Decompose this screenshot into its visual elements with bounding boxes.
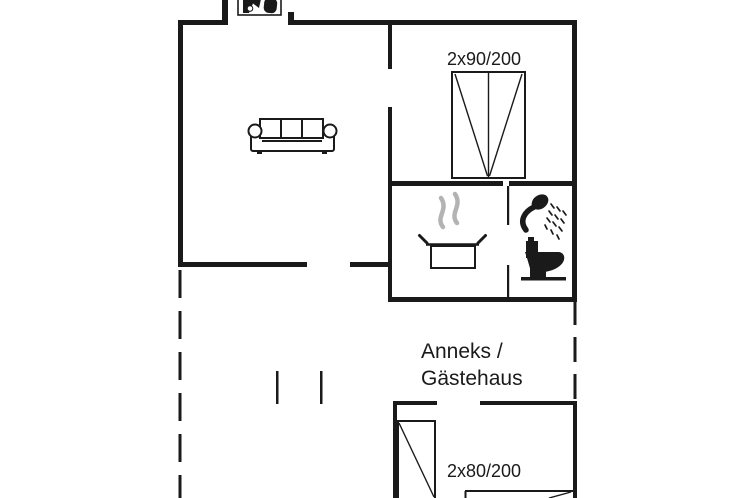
- terrace-dashed-boundary: [178, 270, 577, 498]
- annex-name-line2: Gästehaus: [421, 367, 523, 390]
- boundary-tick-left: [276, 371, 279, 404]
- interior-wall-upper: [388, 25, 392, 69]
- shower-icon: [520, 194, 567, 240]
- main-bed-size-label: 2x90/200: [447, 49, 522, 69]
- steam-wisp: [452, 191, 460, 226]
- toilet-icon: [521, 237, 566, 281]
- annex-bed-vertical-icon: [397, 420, 436, 498]
- annex-name-line1: Anneks /: [421, 340, 503, 363]
- toilet-button: [528, 237, 534, 242]
- toilet-pedestal: [530, 266, 546, 278]
- sofa-foot: [322, 151, 327, 154]
- top-wall-right: [288, 20, 577, 25]
- bed-diagonal-right: [488, 73, 523, 177]
- appliance-glyph-dial: [246, 5, 254, 12]
- appliance-glyph-right: [263, 0, 278, 14]
- interior-wall-lower: [388, 107, 392, 302]
- annex-bed-size-label: 2x80/200: [447, 461, 522, 481]
- shower-spray: [544, 203, 567, 240]
- kitchen-top-wall-right: [509, 181, 572, 186]
- left-wall: [178, 20, 183, 267]
- double-bed-icon: [451, 71, 526, 179]
- annex-bed2-diagonal: [548, 491, 572, 498]
- annex-right-wall: [573, 405, 577, 498]
- cooking-pot-steam-icon: [418, 191, 487, 269]
- toilet-base: [521, 277, 566, 281]
- pot-body: [430, 245, 476, 269]
- annex-bed-horizontal-icon: [464, 490, 573, 498]
- bathroom-divider-upper: [507, 186, 510, 225]
- sofa-armrest-left: [247, 123, 263, 139]
- pot-handle-right: [476, 234, 487, 245]
- sofa-foot: [257, 151, 262, 154]
- right-wall: [572, 20, 577, 302]
- steam-wisp: [438, 195, 446, 230]
- stove-appliance-icon: [237, 0, 282, 16]
- bed-diagonal-left: [454, 73, 489, 177]
- annex-bed1-diagonal: [398, 422, 435, 498]
- boundary-tick-right: [320, 371, 323, 404]
- top-wall-left: [178, 20, 228, 25]
- kitchen-top-wall-left: [392, 181, 503, 186]
- sofa-icon: [247, 118, 338, 154]
- pot-handle-left: [418, 234, 429, 245]
- bathroom-divider-lower: [507, 265, 510, 297]
- chimney-stub-left: [222, 0, 228, 25]
- chimney-stub-right: [288, 12, 294, 25]
- annex-top-wall-right: [480, 401, 577, 405]
- annex-top-wall-left: [393, 401, 437, 405]
- living-bottom-wall-right: [350, 262, 392, 267]
- sofa-back-cushions: [259, 118, 324, 139]
- shower-arm: [520, 204, 537, 233]
- annex-left-wall: [393, 401, 397, 498]
- main-house-walls: [178, 0, 577, 302]
- living-bottom-wall-left: [178, 262, 307, 267]
- kitchen-bottom-wall: [388, 297, 577, 302]
- annex-name-label: Anneks / Gästehaus: [421, 338, 523, 392]
- sofa-armrest-right: [322, 123, 338, 139]
- annex-walls: [393, 401, 577, 498]
